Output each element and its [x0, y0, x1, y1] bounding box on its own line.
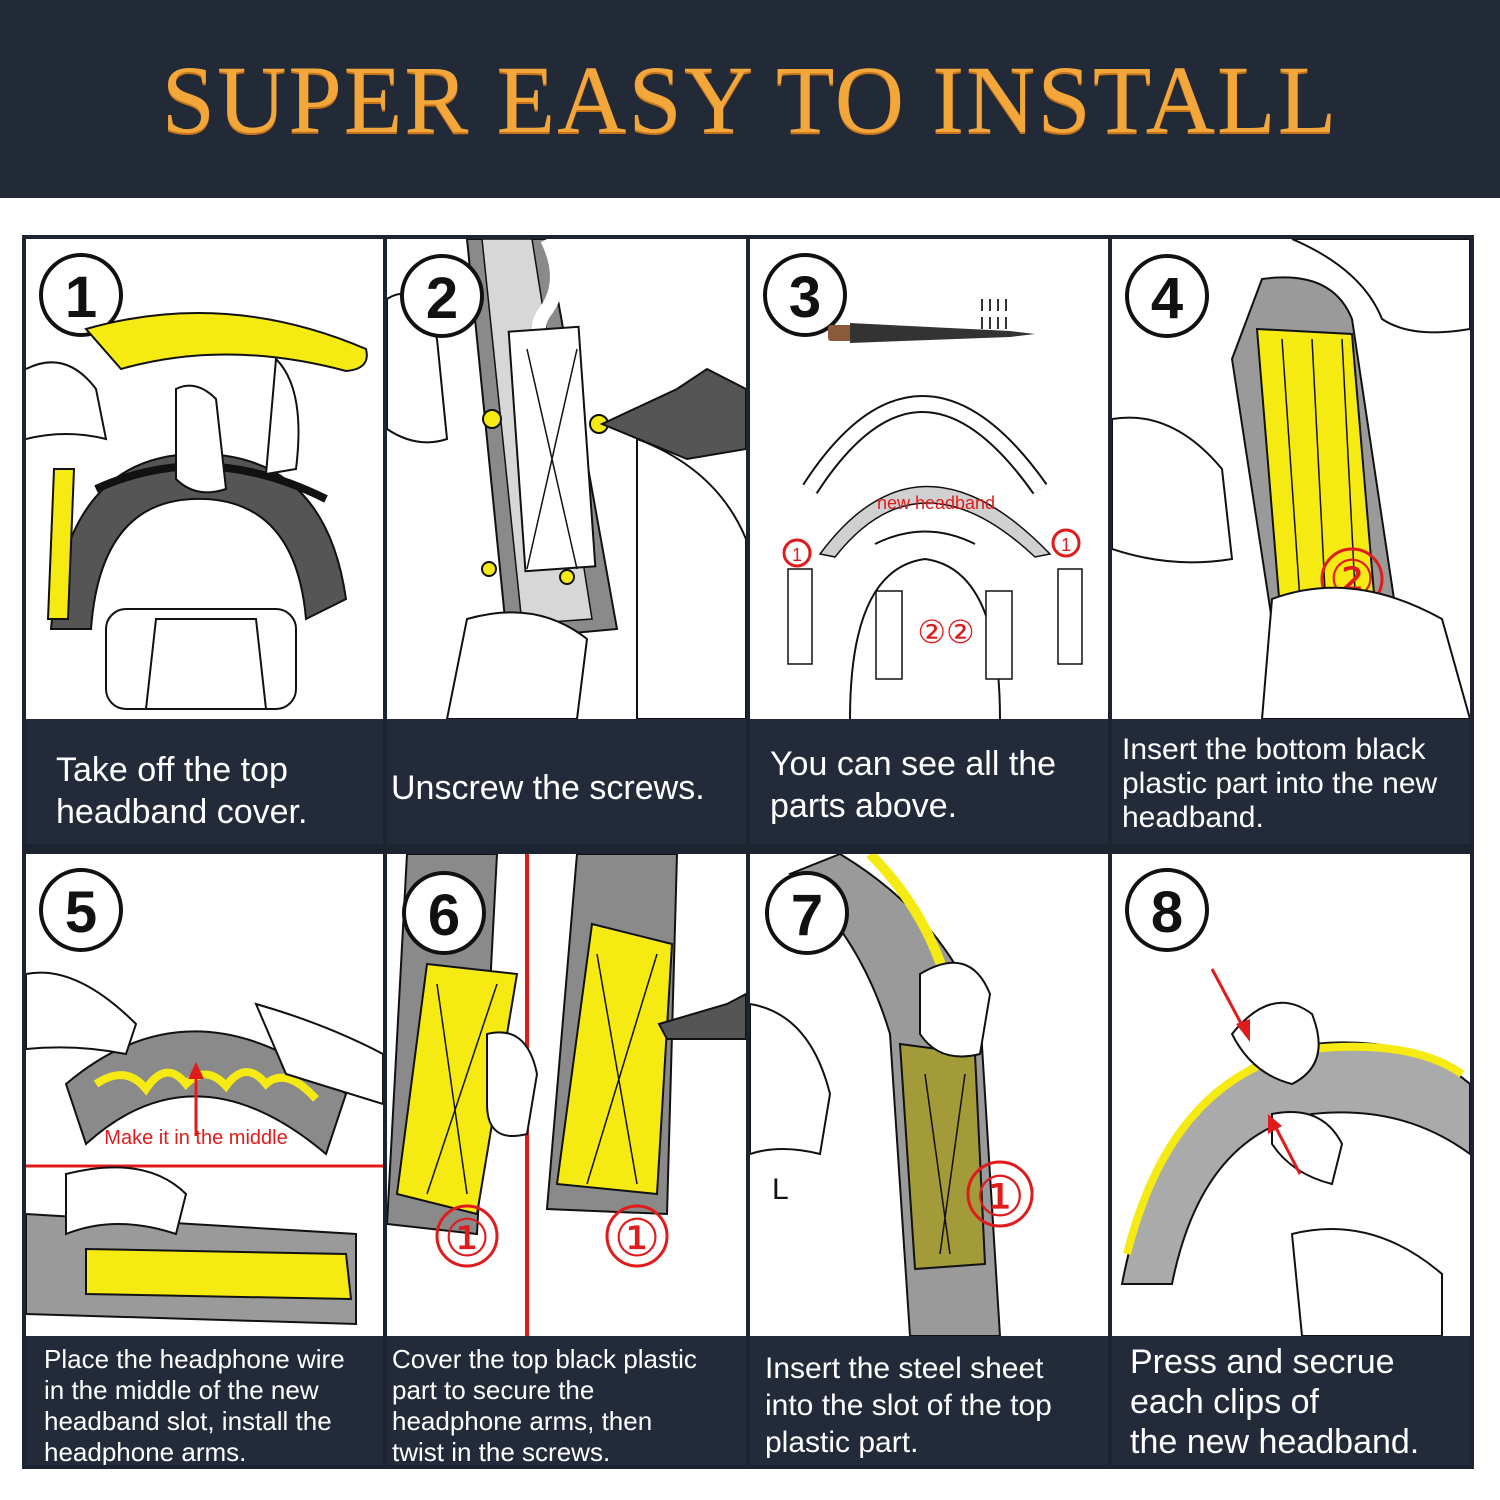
step-1-caption-text: Take off the top headband cover. [56, 751, 308, 831]
step-2-illustration: 2 [387, 239, 746, 719]
step-2-caption-text: Unscrew the screws. [391, 769, 705, 807]
callout-parts-2: ②② [917, 614, 974, 650]
callout-new-headband: new headband [877, 493, 995, 513]
step-number: 1 [65, 265, 97, 330]
step-7-illustration: ① L 7 [750, 854, 1108, 1336]
callout-middle: Make it in the middle [104, 1127, 287, 1149]
step-5-caption-text: Place the headphone wire in the middle o… [44, 1344, 345, 1465]
step-8-illustration: 8 [1112, 854, 1470, 1336]
step-number: 2 [426, 266, 458, 331]
svg-text:1: 1 [1061, 535, 1071, 555]
callout-6b: ① [614, 1210, 661, 1268]
step-3-caption: You can see all the parts above. [750, 719, 1108, 844]
page-title: SUPER EASY TO INSTALL [161, 46, 1339, 153]
step-4-illustration: ② 4 [1112, 239, 1470, 719]
step-number: 4 [1151, 266, 1183, 331]
callout-7: ① [975, 1165, 1025, 1228]
step-6-caption-text: Cover the top black plastic part to secu… [392, 1344, 697, 1465]
step-6-caption: Cover the top black plastic part to secu… [387, 1336, 746, 1465]
step-number: 5 [65, 880, 97, 945]
step-6-illustration: ① ① 6 [387, 854, 746, 1336]
title-banner: SUPER EASY TO INSTALL [0, 0, 1500, 198]
steps-grid: 1 Take off the top headband cover. [22, 235, 1474, 1469]
step-3-illustration: 3 1 1 new headband ②② [750, 239, 1108, 719]
step-5-caption: Place the headphone wire in the middle o… [26, 1336, 383, 1465]
step-number: 8 [1151, 880, 1183, 945]
step-number: 6 [428, 883, 460, 948]
step-2-caption: Unscrew the screws. [387, 719, 746, 844]
svg-text:1: 1 [792, 545, 802, 565]
step-1-illustration: 1 [26, 239, 383, 719]
step-1-caption: Take off the top headband cover. [26, 719, 383, 844]
callout-6a: ① [444, 1210, 491, 1268]
step-3-caption-text: You can see all the parts above. [770, 745, 1057, 825]
step-4-caption-text: Insert the bottom black plastic part int… [1122, 733, 1438, 834]
step-5-illustration: 5 Make it in the middle [26, 854, 383, 1336]
step-number: 3 [789, 265, 821, 330]
left-marker: L [772, 1173, 789, 1206]
step-7-caption: Insert the steel sheet into the slot of … [750, 1336, 1108, 1465]
step-7-caption-text: Insert the steel sheet into the slot of … [765, 1352, 1052, 1459]
step-8-caption-text: Press and secrue each clips of the new h… [1130, 1343, 1420, 1461]
step-8-caption: Press and secrue each clips of the new h… [1112, 1336, 1470, 1465]
step-number: 7 [791, 883, 823, 948]
step-4-caption: Insert the bottom black plastic part int… [1112, 719, 1470, 844]
